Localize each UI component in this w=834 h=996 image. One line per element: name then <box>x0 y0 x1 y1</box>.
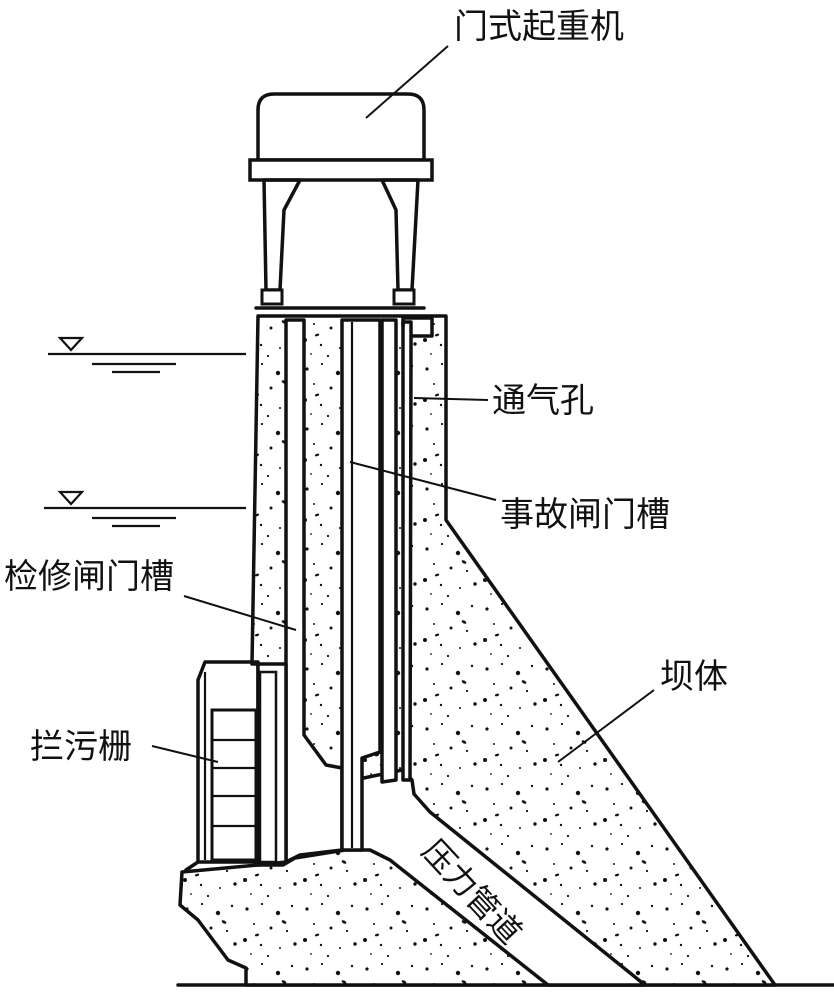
water-level-lower <box>44 490 246 528</box>
water-level-triangle-icon <box>57 490 85 506</box>
label-air-vent: 通气孔 <box>492 381 594 421</box>
air-vent-cap <box>401 316 434 338</box>
water-level-triangle-icon <box>57 336 85 352</box>
crane-wheel-right <box>392 288 416 306</box>
crane-girder <box>248 158 434 182</box>
gantry-crane <box>248 92 434 310</box>
leader-trash-rack <box>151 745 219 763</box>
leader-emergency-gate-slot <box>349 461 497 501</box>
label-dam-body: 坝体 <box>660 657 728 697</box>
label-trash-rack: 拦污栅 <box>30 727 132 767</box>
leader-gantry-crane <box>365 45 449 119</box>
label-gantry-crane: 门式起重机 <box>454 7 624 47</box>
crane-leg-left <box>262 178 302 292</box>
air-vent-duct <box>401 320 413 782</box>
leader-air-vent <box>413 397 489 401</box>
label-emergency-gate-slot: 事故闸门槽 <box>500 495 670 535</box>
crane-leg-right <box>380 178 420 292</box>
crane-cab <box>256 92 426 162</box>
gate-guide-slot <box>380 318 398 784</box>
crane-wheel-left <box>260 288 284 306</box>
label-maintenance-gate-slot: 检修闸门槽 <box>4 557 174 597</box>
water-level-upper <box>48 336 246 374</box>
trash-rack-column <box>258 670 278 864</box>
leader-maintenance-gate-slot <box>183 595 297 631</box>
trash-rack-frame <box>184 660 260 872</box>
trash-rack-grate <box>210 708 258 862</box>
leader-dam-body <box>557 689 655 763</box>
